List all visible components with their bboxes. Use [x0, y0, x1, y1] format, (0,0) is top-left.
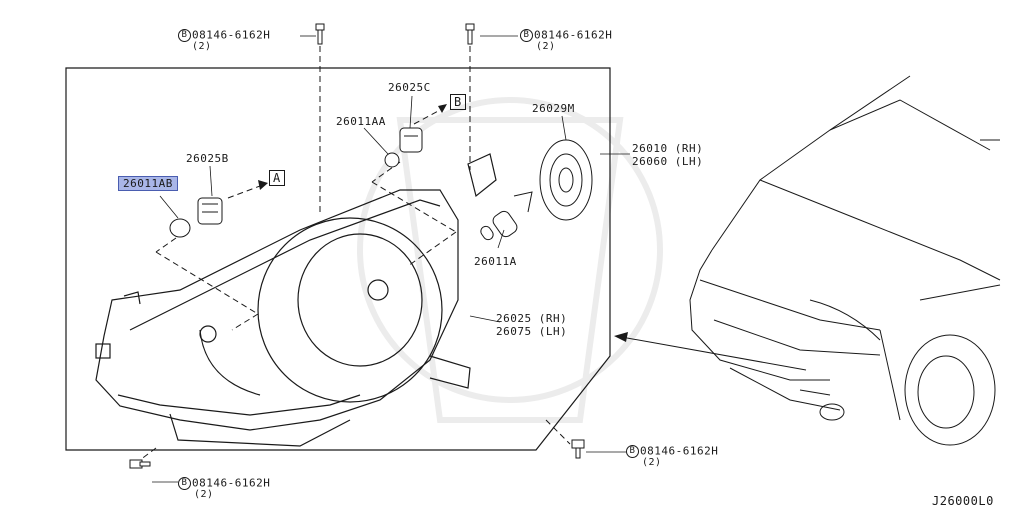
headlamp-housing [95, 153, 497, 447]
part-label-26011A[interactable]: 26011A [474, 255, 517, 268]
part-label-26025C[interactable]: 26025C [388, 81, 431, 94]
ref-box-a: A [269, 170, 285, 186]
watermark-emblem [357, 97, 663, 423]
diagram-code: J26000L0 [932, 494, 994, 508]
ref-b-label: B [450, 94, 466, 110]
location-arrow-icon [614, 332, 628, 342]
assembly-frame [65, 67, 611, 451]
part-label-26010[interactable]: 26010 (RH) [632, 142, 704, 155]
bolt-icon [571, 439, 585, 459]
bolt-symbol: B [626, 445, 639, 458]
bolt-symbol: B [178, 477, 191, 490]
bolt-qty: (2) [192, 41, 212, 52]
vehicle-illustration [689, 75, 1001, 446]
bolt-code: 08146-6162H [192, 476, 271, 490]
bulb-26011A [480, 191, 533, 241]
bolt-symbol: B [178, 29, 191, 42]
bolt-icon [315, 23, 325, 45]
bolt-code: 08146-6162H [192, 28, 271, 42]
bulb-26011AA [384, 152, 400, 168]
ref-a-label: A [269, 170, 285, 186]
part-label-26025B[interactable]: 26025B [186, 152, 229, 165]
part-label-26025[interactable]: 26025 (RH) [496, 312, 568, 325]
cap-26029M [539, 139, 593, 221]
bolt-qty: (2) [194, 489, 214, 500]
part-label-26060[interactable]: 26060 (LH) [632, 155, 704, 168]
bolt-qty: (2) [536, 41, 556, 52]
bolt-qty: (2) [642, 457, 662, 468]
bolt-code: 08146-6162H [640, 444, 719, 458]
part-label-26011AB[interactable]: 26011AB [118, 176, 178, 191]
bolt-symbol: B [520, 29, 533, 42]
part-label-26029M[interactable]: 26029M [532, 102, 575, 115]
bulb-26011AB [169, 218, 191, 238]
part-label-26075[interactable]: 26075 (LH) [496, 325, 568, 338]
ref-box-b: B [450, 94, 466, 110]
arrow-icon [258, 180, 268, 190]
socket-26025C [399, 127, 423, 153]
bolt-icon [129, 459, 151, 469]
socket-26025B [197, 197, 223, 225]
label-leaders [152, 35, 630, 483]
bolt-code: 08146-6162H [534, 28, 613, 42]
location-arrow-line [615, 335, 807, 371]
part-label-26011AA[interactable]: 26011AA [336, 115, 386, 128]
arrow-icon [438, 104, 447, 113]
bolt-icon [465, 23, 475, 45]
